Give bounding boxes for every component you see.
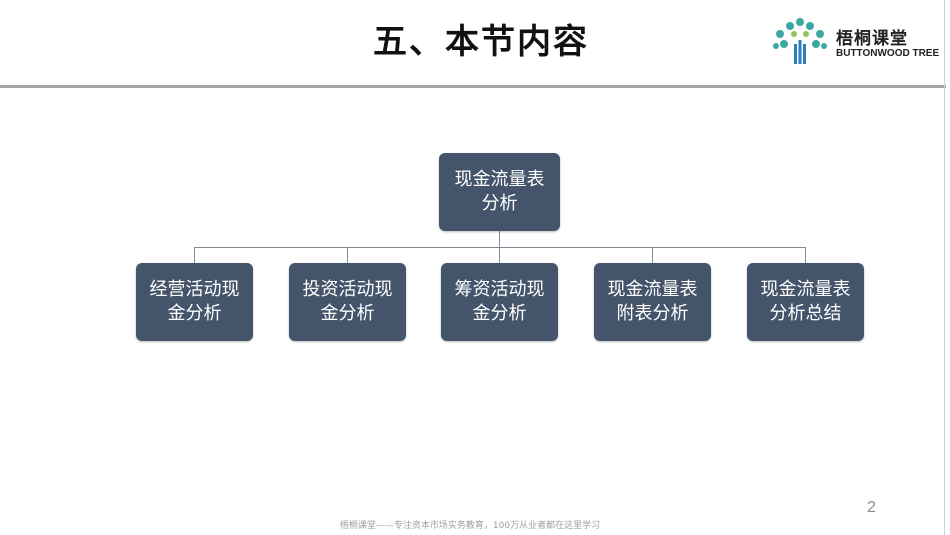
connector-child-3 xyxy=(499,247,500,263)
root-node: 现金流量表分析 xyxy=(439,153,560,231)
node-text: 现金流量表 xyxy=(607,279,698,300)
header-divider xyxy=(0,85,946,88)
connector-child-5 xyxy=(805,247,806,263)
node-text: 分析总结 xyxy=(769,303,842,324)
node-text: 经营活动现 xyxy=(149,279,240,300)
slide-title: 五、本节内容 xyxy=(373,22,589,62)
child-node-supplement: 现金流量表附表分析 xyxy=(594,263,711,341)
node-text: 金分析 xyxy=(320,303,375,324)
node-text: 金分析 xyxy=(167,303,222,324)
child-node-operating: 经营活动现金分析 xyxy=(136,263,253,341)
node-text: 金分析 xyxy=(472,303,527,324)
node-text: 投资活动现 xyxy=(302,279,393,300)
connector-child-1 xyxy=(194,247,195,263)
connector-child-2 xyxy=(347,247,348,263)
connector-root xyxy=(499,231,500,247)
connector-child-4 xyxy=(652,247,653,263)
node-text: 现金流量表 xyxy=(760,279,851,300)
node-text: 筹资活动现 xyxy=(454,279,545,300)
page-number: 2 xyxy=(867,499,876,516)
connector-bus xyxy=(194,247,806,248)
footer-text: 梧桐课堂——专注资本市场实务教育，100万从业者都在这里学习 xyxy=(339,521,601,531)
child-node-financing: 筹资活动现金分析 xyxy=(441,263,558,341)
child-node-investing: 投资活动现金分析 xyxy=(289,263,406,341)
logo-name-cn: 梧桐课堂 xyxy=(836,29,908,49)
child-node-summary: 现金流量表分析总结 xyxy=(747,263,864,341)
logo: 梧桐课堂 BUTTONWOOD TREE xyxy=(770,14,940,66)
slide-edge xyxy=(944,0,945,535)
node-text: 现金流量表 xyxy=(454,169,545,190)
tree-icon xyxy=(773,18,827,64)
node-text: 分析 xyxy=(481,193,518,214)
logo-name-en: BUTTONWOOD TREE xyxy=(836,48,940,59)
node-text: 附表分析 xyxy=(616,303,689,324)
